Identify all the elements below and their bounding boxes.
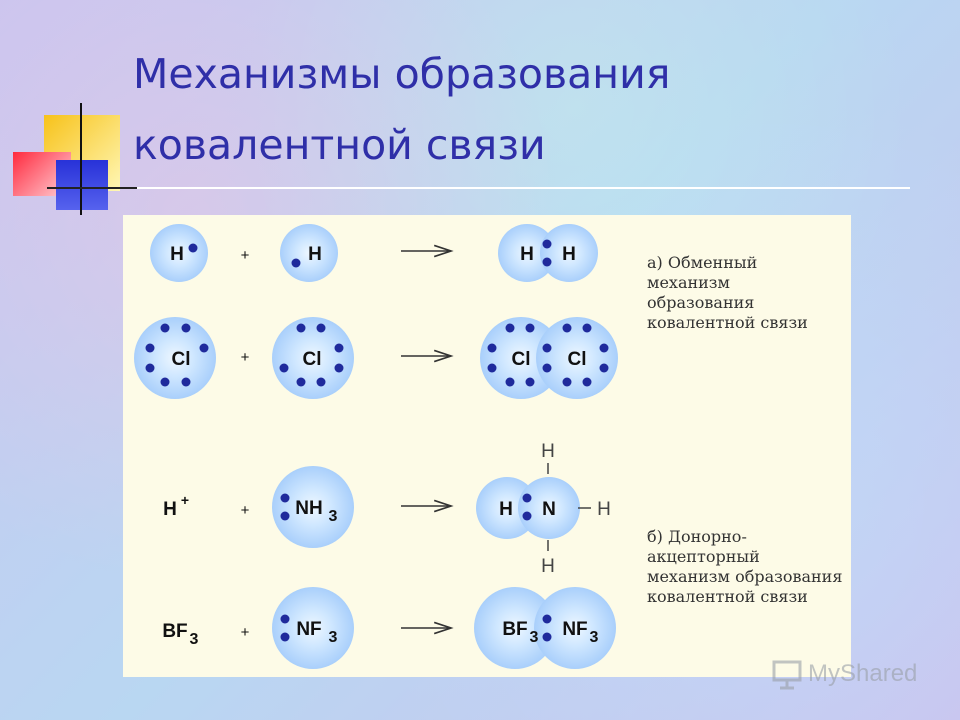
atom-h-right <box>280 224 338 282</box>
bond-diagram: H + H H H Cl + Cl <box>123 215 851 677</box>
plus-sign: + <box>241 349 250 366</box>
molecule-label: BF <box>502 619 527 640</box>
substituent-h-right: H <box>597 499 611 520</box>
atom-h-left <box>150 224 208 282</box>
electron <box>542 257 552 267</box>
subscript: 3 <box>530 629 539 646</box>
atom-label: Cl <box>303 349 322 370</box>
molecule-bf3-product <box>474 587 556 669</box>
electron <box>280 511 290 521</box>
caption-donor-acceptor-mechanism: б) Донорно- акцепторный механизм образов… <box>647 527 843 606</box>
molecule-nh3 <box>272 466 354 548</box>
atom-h-product-left <box>498 224 556 282</box>
plus-sign: + <box>241 247 250 264</box>
molecule-label: NF <box>562 619 587 640</box>
title-underline <box>47 187 910 189</box>
electron <box>542 239 552 249</box>
atom-label: H <box>520 244 534 265</box>
molecule-nf3-product <box>534 587 616 669</box>
cl2-electrons <box>487 323 609 387</box>
cl-electrons-left <box>145 323 209 387</box>
atom-label: H <box>562 244 576 265</box>
plus-sign: + <box>241 624 250 641</box>
presentation-icon <box>772 660 802 690</box>
atom-cl-product-right <box>536 317 618 399</box>
atom-label: H <box>170 244 184 265</box>
electron <box>522 511 532 521</box>
watermark-text: MyShared <box>808 660 918 687</box>
atom-label: N <box>542 499 556 520</box>
atom-cl-right <box>272 317 354 399</box>
atom-label: Cl <box>512 349 531 370</box>
atom-label: H <box>163 499 177 520</box>
electron <box>280 493 290 503</box>
cl-electrons-right <box>279 323 344 387</box>
molecule-label: NH <box>295 498 322 519</box>
molecule-label: BF <box>162 621 187 642</box>
watermark: MyShared <box>770 656 930 692</box>
atom-label: H <box>308 244 322 265</box>
superscript: + <box>181 492 189 508</box>
atom-label: Cl <box>172 349 191 370</box>
electron <box>542 614 552 624</box>
decor-blue-square <box>56 160 108 210</box>
atom-h-product-right <box>540 224 598 282</box>
molecule-nf3 <box>272 587 354 669</box>
subscript: 3 <box>329 629 338 646</box>
atom-label: H <box>499 499 513 520</box>
atom-label: Cl <box>568 349 587 370</box>
decor-vertical-line <box>80 103 82 215</box>
subscript: 3 <box>329 508 338 525</box>
electron <box>522 493 532 503</box>
substituent-h-bottom: H <box>541 556 555 577</box>
electron <box>280 614 290 624</box>
molecule-label: NF <box>296 619 321 640</box>
bond-diagram-svg: H + H H H Cl + Cl <box>134 224 618 669</box>
slide-title-line2: ковалентной связи <box>133 121 546 169</box>
electron <box>188 243 198 253</box>
slide-title-line1: Механизмы образования <box>133 50 671 98</box>
electron <box>280 632 290 642</box>
subscript: 3 <box>190 631 199 648</box>
subscript: 3 <box>590 629 599 646</box>
substituent-h-top: H <box>541 441 555 462</box>
caption-exchange-mechanism: а) Обменный механизм образования ковален… <box>647 253 808 332</box>
atom-cl-left <box>134 317 216 399</box>
electron <box>542 632 552 642</box>
electron <box>291 258 301 268</box>
plus-sign: + <box>241 502 250 519</box>
atom-n-product <box>518 477 580 539</box>
